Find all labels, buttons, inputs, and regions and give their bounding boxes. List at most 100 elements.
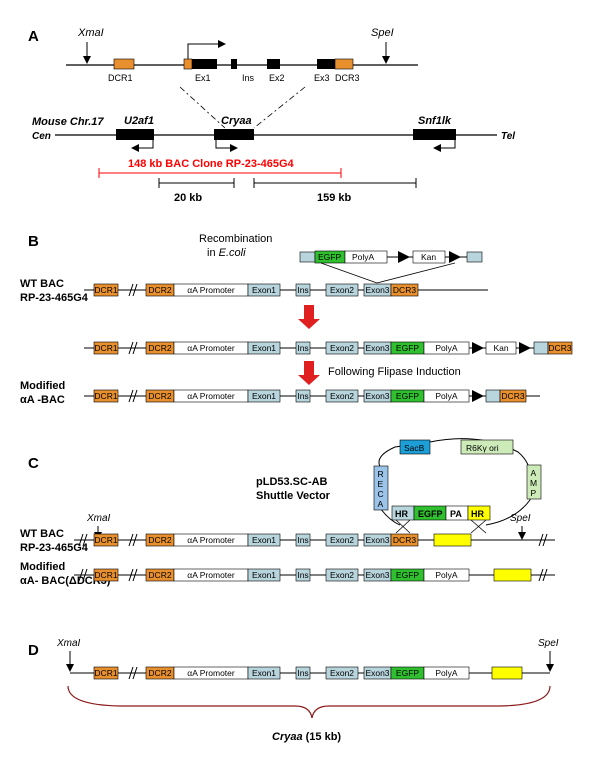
exon1-box	[247, 666, 281, 680]
exon2-box	[325, 666, 359, 680]
ins-box	[295, 341, 311, 355]
dcr1-label: DCR1	[94, 570, 117, 580]
dcr3-box	[334, 58, 354, 70]
ex1-box	[192, 59, 217, 69]
ins-label: Ins	[297, 343, 308, 353]
exon2-label: Exon2	[330, 285, 354, 295]
modified-label-c: Modified	[20, 561, 65, 573]
promoter-label: αA Promoter	[187, 570, 235, 580]
u2af1-arrow	[131, 140, 154, 152]
exon1-label: Exon1	[252, 391, 276, 401]
kan-label: Kan	[493, 343, 508, 353]
exon3-label: Exon3	[365, 391, 389, 401]
r6k-label: R6Kγ ori	[466, 443, 499, 453]
xmai-label-d: XmaI	[56, 638, 81, 649]
break-mark	[128, 533, 134, 547]
break-mark	[128, 389, 134, 403]
egfp-label: EGFP	[396, 668, 419, 678]
break-mark	[78, 533, 84, 547]
dcr3-box	[547, 341, 573, 355]
snf1lk-label: Snf1lk	[418, 115, 452, 127]
break-mark	[538, 568, 544, 582]
ex2-box	[267, 59, 280, 69]
amp-box	[526, 464, 542, 500]
cryaa-length-label: Cryaa (15 kb)	[272, 731, 341, 743]
xmai-label-c: XmaI	[86, 513, 111, 524]
dcr3-box	[390, 283, 419, 297]
ins-label: Ins	[297, 570, 308, 580]
hr-box	[485, 389, 501, 403]
svg-text:A: A	[531, 468, 537, 478]
break-mark	[128, 283, 134, 297]
cassette-egfp-label: EGFP	[318, 252, 341, 262]
tel-label: Tel	[501, 131, 515, 142]
break-mark	[132, 283, 138, 297]
kb20-label: 20 kb	[174, 192, 202, 204]
dcr3-box	[390, 533, 419, 547]
recombination-label-2: in E.coli	[207, 247, 246, 259]
sacb-box	[399, 439, 431, 455]
dcr3-label: DCR3	[393, 535, 416, 545]
svg-text:A: A	[378, 499, 384, 509]
dcr2-label: DCR2	[148, 668, 171, 678]
yellow-hr-box	[433, 533, 472, 547]
break-mark	[78, 568, 84, 582]
ins-label: Ins	[297, 535, 308, 545]
frt-site	[519, 342, 531, 354]
exon2-label: Exon2	[330, 391, 354, 401]
svg-text:P: P	[531, 488, 537, 498]
polya-box	[423, 568, 470, 582]
break-mark	[542, 533, 548, 547]
kb159-label: 159 kb	[317, 192, 352, 204]
break-mark	[82, 533, 88, 547]
panel-b: B Recombination in E.coli EGFP PolyA Kan…	[20, 233, 573, 406]
modified-label-c-2: αA- BAC(ΔDCR3)	[20, 575, 111, 587]
dcr2-label: DCR2	[148, 391, 171, 401]
ex2-label: Ex2	[269, 73, 285, 83]
yellow-hr-box	[491, 666, 523, 680]
break-mark	[132, 666, 138, 680]
wt-bac-label: WT BAC	[20, 278, 64, 290]
exon3-label: Exon3	[365, 570, 389, 580]
snf1lk-arrow	[433, 140, 456, 152]
exon2-box	[325, 389, 359, 403]
vector-label: pLD53.SC-AB	[256, 476, 328, 488]
reca-box	[373, 465, 389, 511]
polya-label: PolyA	[435, 570, 458, 580]
u2af1-label: U2af1	[124, 115, 154, 127]
promoter-label: αA Promoter	[187, 668, 235, 678]
panel-d-label: D	[28, 642, 39, 659]
exon2-box	[325, 341, 359, 355]
frt-site	[472, 342, 484, 354]
shuttle-vector-loop	[378, 438, 532, 526]
dcr1-box	[93, 341, 119, 355]
dcr2-label: DCR2	[148, 570, 171, 580]
cryaa-arrow	[215, 140, 238, 152]
panel-c: C SacB R6Kγ ori R E C A A M P pLD53.SC-A…	[20, 438, 555, 587]
bac-clone-label: 148 kb BAC Clone RP-23-465G4	[128, 158, 295, 170]
break-mark	[82, 568, 88, 582]
promoter-label: αA Promoter	[187, 285, 235, 295]
ins-label: Ins	[297, 668, 308, 678]
exon3-label: Exon3	[365, 285, 389, 295]
dcr2-label: DCR2	[148, 343, 171, 353]
r6k-box	[460, 439, 514, 455]
u2af1-gene	[116, 129, 154, 140]
break-mark	[132, 533, 138, 547]
exon2-box	[325, 568, 359, 582]
cassette-line-right	[376, 262, 456, 284]
spei-label: SpeI	[371, 27, 394, 39]
polya-box	[423, 666, 470, 680]
dcr3-label: DCR3	[393, 285, 416, 295]
recombination-label: Recombination	[199, 233, 272, 245]
egfp-label: EGFP	[396, 391, 419, 401]
exon1-box	[247, 533, 281, 547]
exon2-box	[325, 533, 359, 547]
chrom-label: Mouse Chr.17	[32, 116, 104, 128]
ins-box	[231, 59, 237, 69]
